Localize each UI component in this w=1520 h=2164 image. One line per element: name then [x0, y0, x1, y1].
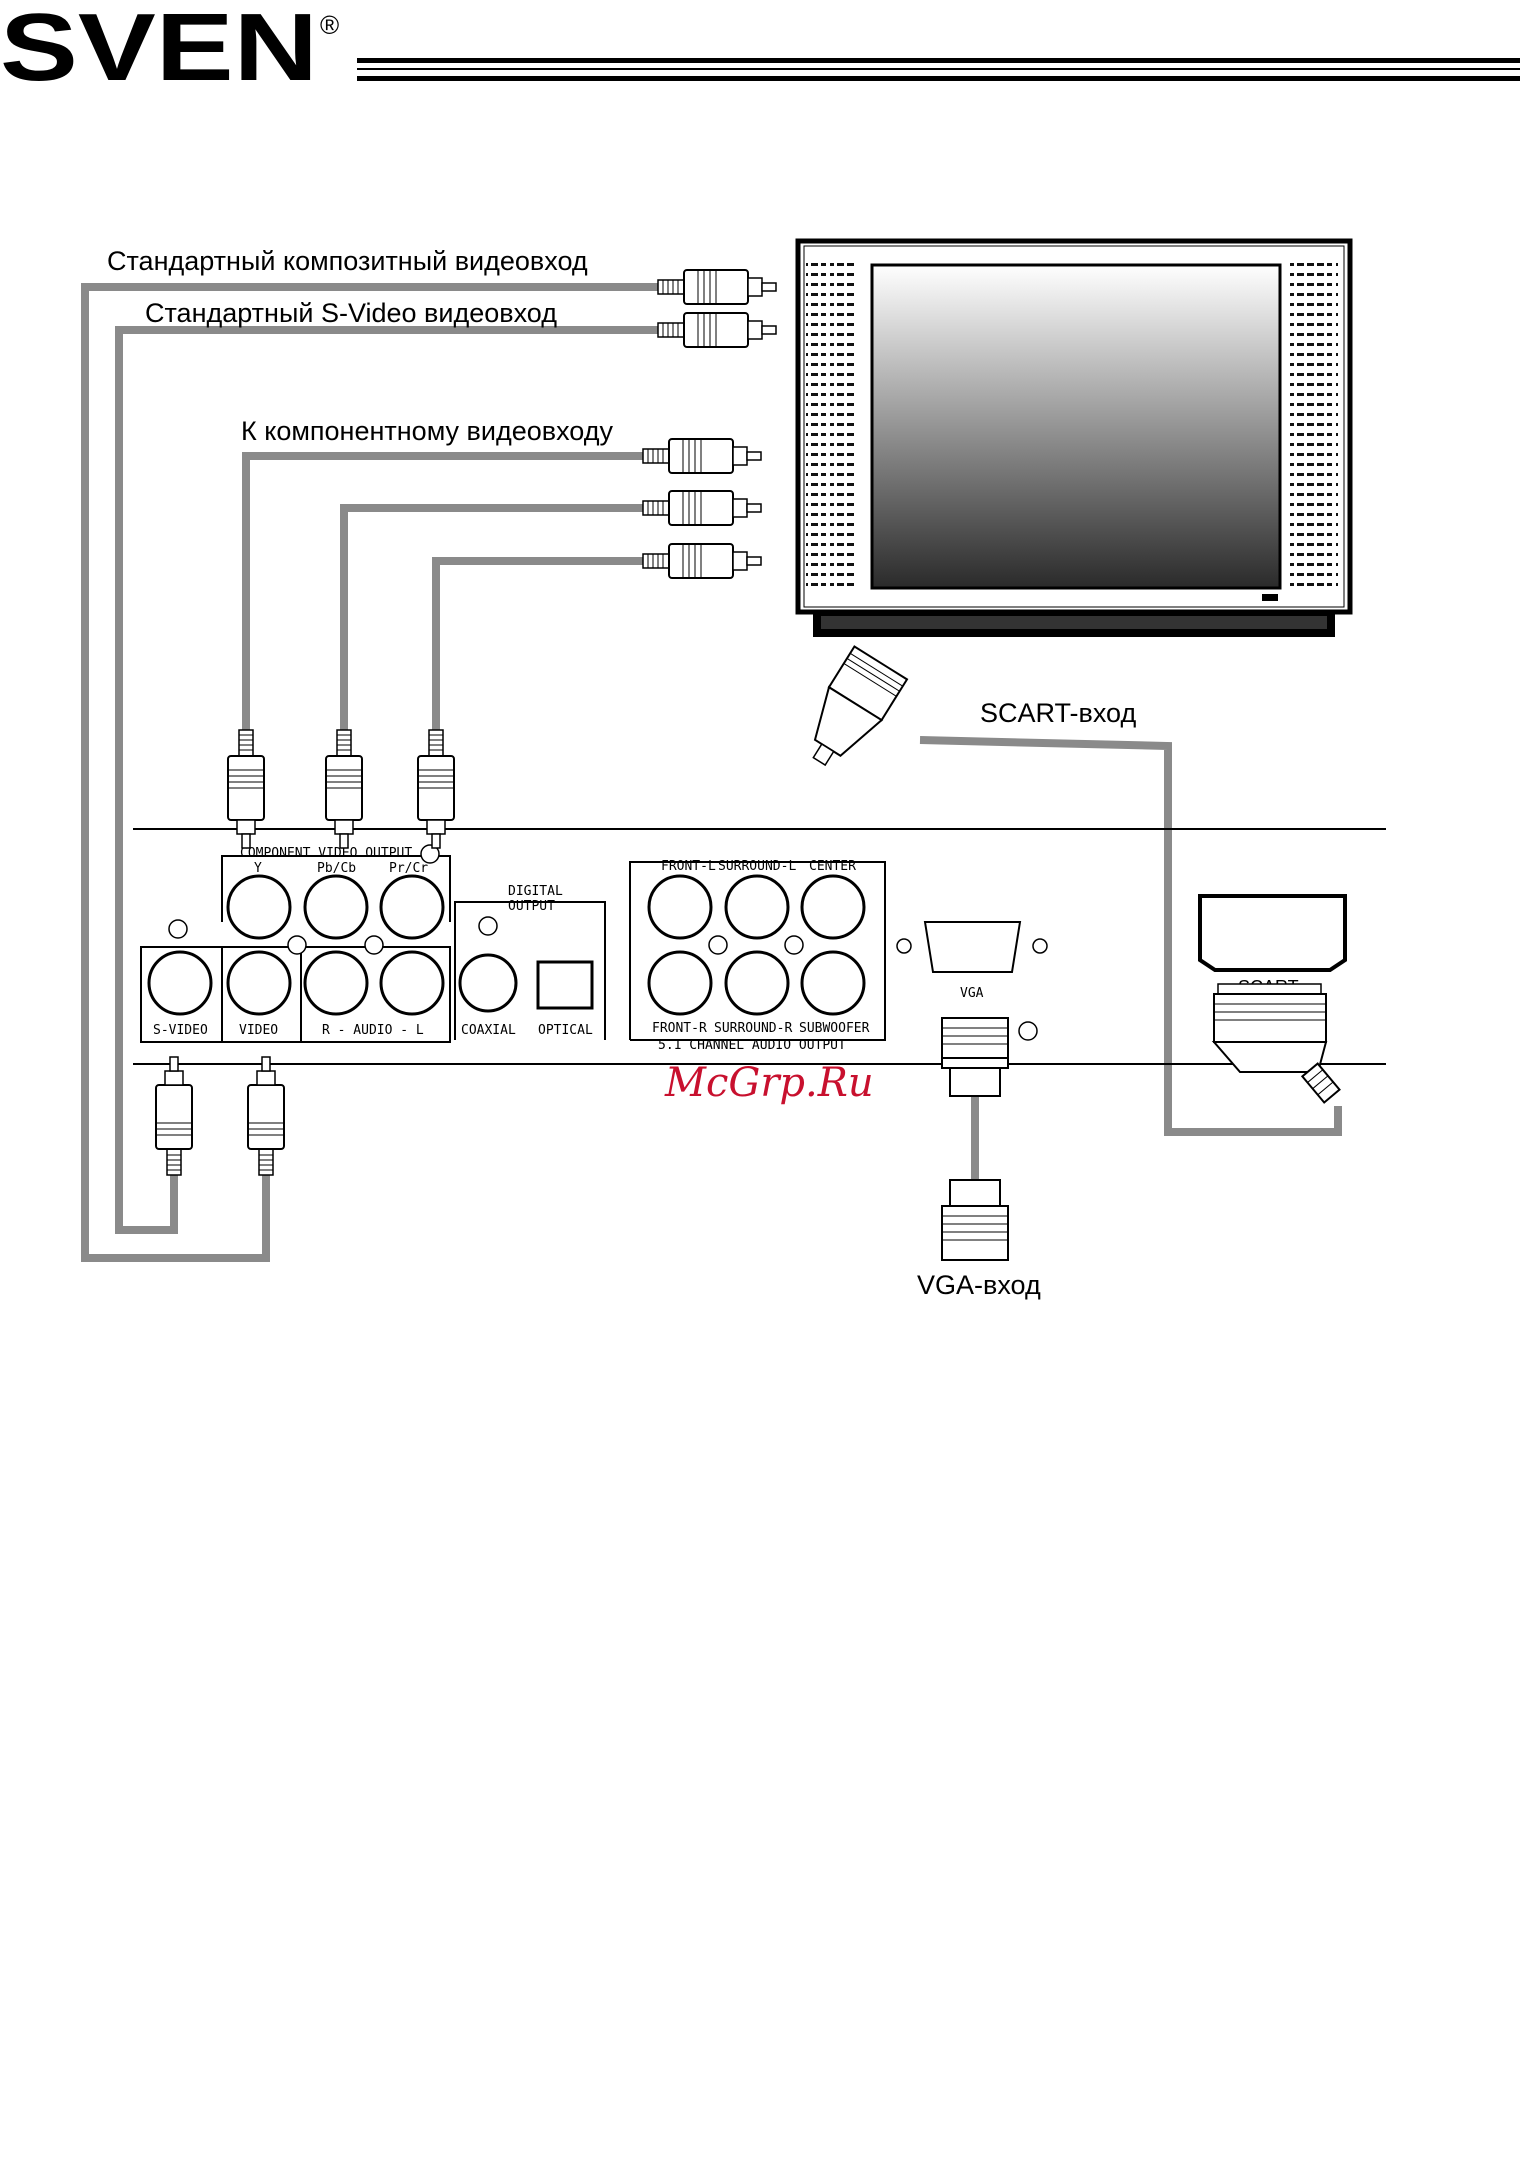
digital-output-label-1: DIGITAL [508, 884, 563, 899]
power-indicator [1262, 594, 1278, 601]
optical-label: OPTICAL [538, 1023, 593, 1038]
vga-plug-display [941, 1179, 1009, 1261]
component-pb-cable [340, 504, 648, 730]
video-plug-dvd [247, 1056, 285, 1176]
surround-r-jack[interactable] [724, 950, 790, 1016]
subwoofer-label: SUBWOOFER [799, 1021, 870, 1036]
surround-r-label: SURROUND-R [714, 1021, 792, 1036]
component-pb-plug-tv [642, 490, 762, 526]
component-y-plug-dvd [227, 729, 265, 849]
channel-audio-section [629, 861, 886, 1041]
center-label: CENTER [809, 859, 856, 874]
component-pb-plug-dvd [325, 729, 363, 849]
cables [81, 283, 1342, 1262]
pb-cb-label: Pb/Cb [317, 861, 356, 876]
right-speaker-grille [1288, 258, 1338, 588]
center-jack[interactable] [800, 874, 866, 940]
channel-audio-output-label: 5.1 CHANNEL AUDIO OUTPUT [658, 1038, 846, 1053]
svideo-plug-dvd [155, 1056, 193, 1176]
digital-output-section [454, 901, 606, 1040]
scart-plug-dvd [1211, 983, 1341, 1104]
video-label: VIDEO [239, 1023, 278, 1038]
left-speaker-grille [806, 258, 856, 588]
registered-mark: ® [320, 10, 339, 40]
svideo-input-label: Стандартный S-Video видеовход [145, 298, 557, 328]
scart-socket[interactable] [1198, 894, 1347, 972]
vga-port[interactable] [923, 921, 1022, 973]
vga-label: VGA [960, 986, 984, 1001]
watermark: McGrp.Ru [664, 1060, 874, 1106]
composite-input-label: Стандартный композитный видеовход [107, 246, 588, 276]
component-pr-plug-dvd [417, 729, 455, 849]
composite-cable [81, 283, 660, 1262]
vga-plug-dvd [941, 1017, 1009, 1097]
digital-output-label-2: OUTPUT [508, 899, 555, 914]
front-r-jack[interactable] [647, 950, 713, 1016]
pr-cr-label: Pr/Cr [389, 861, 428, 876]
audio-rl-label: R - AUDIO - L [322, 1023, 424, 1038]
y-label: Y [254, 861, 262, 876]
component-y-plug-tv [642, 438, 762, 474]
surround-l-jack[interactable] [724, 874, 790, 940]
svideo-plug-tv [657, 312, 777, 348]
composite-plug-tv [657, 269, 777, 305]
surround-l-label: SURROUND-L [718, 859, 796, 874]
video-jack[interactable] [226, 950, 292, 1016]
vga-input-label: VGA-вход [917, 1270, 1041, 1300]
component-video-output-label: COMPONENT VIDEO OUTPUT [240, 846, 412, 861]
header-rule-top [357, 58, 1520, 63]
scart-plug-tv [812, 645, 909, 767]
subwoofer-jack[interactable] [800, 950, 866, 1016]
audio-l-jack[interactable] [379, 950, 445, 1016]
header-rule-bottom [357, 76, 1520, 81]
audio-r-jack[interactable] [303, 950, 369, 1016]
scart-cable [919, 736, 1342, 1136]
header-rule-mid [357, 68, 1520, 70]
component-y-jack[interactable] [226, 874, 292, 940]
tv-set [795, 238, 1353, 637]
optical-jack[interactable] [536, 960, 594, 1010]
front-l-jack[interactable] [647, 874, 713, 940]
front-l-label: FRONT-L [661, 859, 716, 874]
component-pr-cable [432, 557, 648, 730]
scart-input-label: SCART-вход [980, 698, 1136, 728]
tv-screen [870, 263, 1282, 590]
svideo-cable [115, 326, 660, 1234]
component-y-cable [242, 452, 648, 730]
dvd-rear-panel: COMPONENT VIDEO OUTPUT Y Pb/Cb Pr/Cr S-V… [133, 828, 1386, 1065]
coaxial-jack[interactable] [458, 953, 518, 1013]
svideo-label: S-VIDEO [153, 1023, 208, 1038]
coaxial-label: COAXIAL [461, 1023, 516, 1038]
component-input-label: К компонентному видеовходу [241, 416, 613, 446]
header: SVEN ® [0, 0, 1520, 101]
component-pr-jack[interactable] [379, 874, 445, 940]
component-pr-plug-tv [642, 543, 762, 579]
component-pb-jack[interactable] [303, 874, 369, 940]
front-r-label: FRONT-R [652, 1021, 707, 1036]
sven-logo: SVEN [0, 0, 318, 101]
svideo-jack[interactable] [147, 950, 213, 1016]
